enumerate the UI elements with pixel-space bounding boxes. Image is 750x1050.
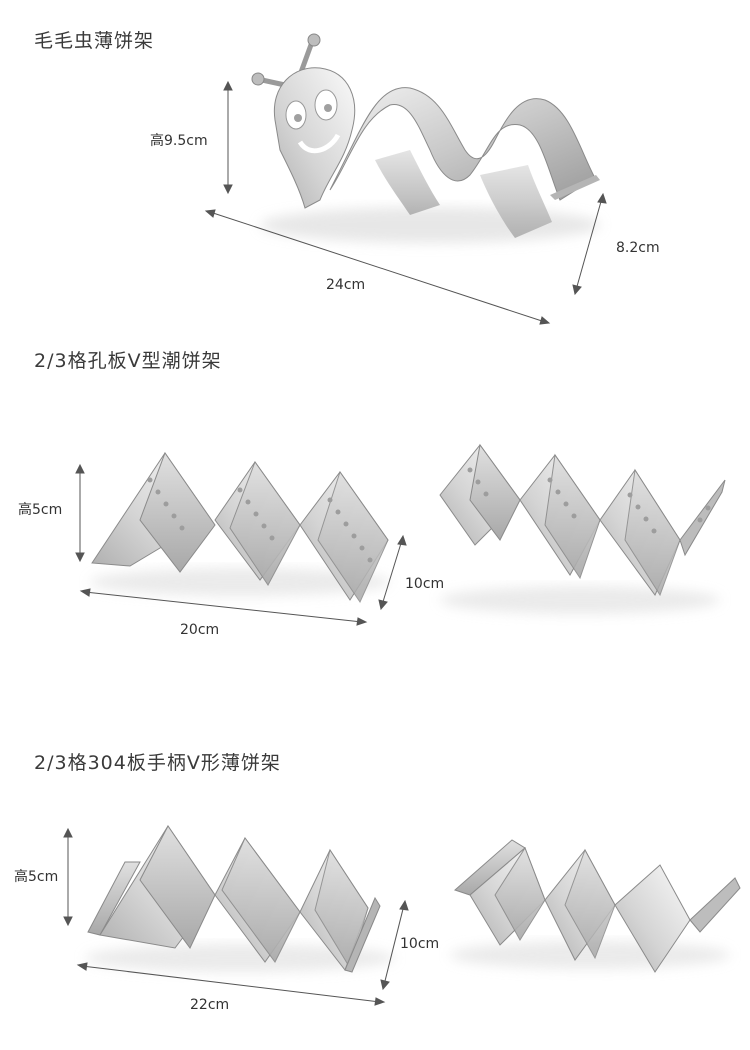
handle-rack-length-label: 22cm <box>190 997 230 1013</box>
caterpillar-depth-label: 8.2cm <box>616 240 660 256</box>
perforated-rack-left <box>90 451 390 604</box>
v-rack-handle-left <box>85 825 395 973</box>
caterpillar-length-label: 24cm <box>326 277 366 293</box>
section-title-304-handle-rack: 2/3格304板手柄V形薄饼架 <box>34 752 281 774</box>
caterpillar-face-icon <box>251 33 356 209</box>
handle-rack-depth-label: 10cm <box>400 936 440 952</box>
handle-rack-height-label: 高5cm <box>14 869 59 885</box>
perforated-length-label: 20cm <box>180 622 220 638</box>
section-title-caterpillar: 毛毛虫薄饼架 <box>34 30 155 52</box>
perforated-height-label: 高5cm <box>18 502 63 518</box>
caterpillar-height-label: 高9.5cm <box>150 133 208 149</box>
perforated-rack-right <box>439 443 726 614</box>
perforated-depth-label: 10cm <box>405 576 445 592</box>
section-title-perforated-v-rack: 2/3格孔板V型潮饼架 <box>34 350 222 372</box>
v-rack-handle-right <box>450 839 741 973</box>
